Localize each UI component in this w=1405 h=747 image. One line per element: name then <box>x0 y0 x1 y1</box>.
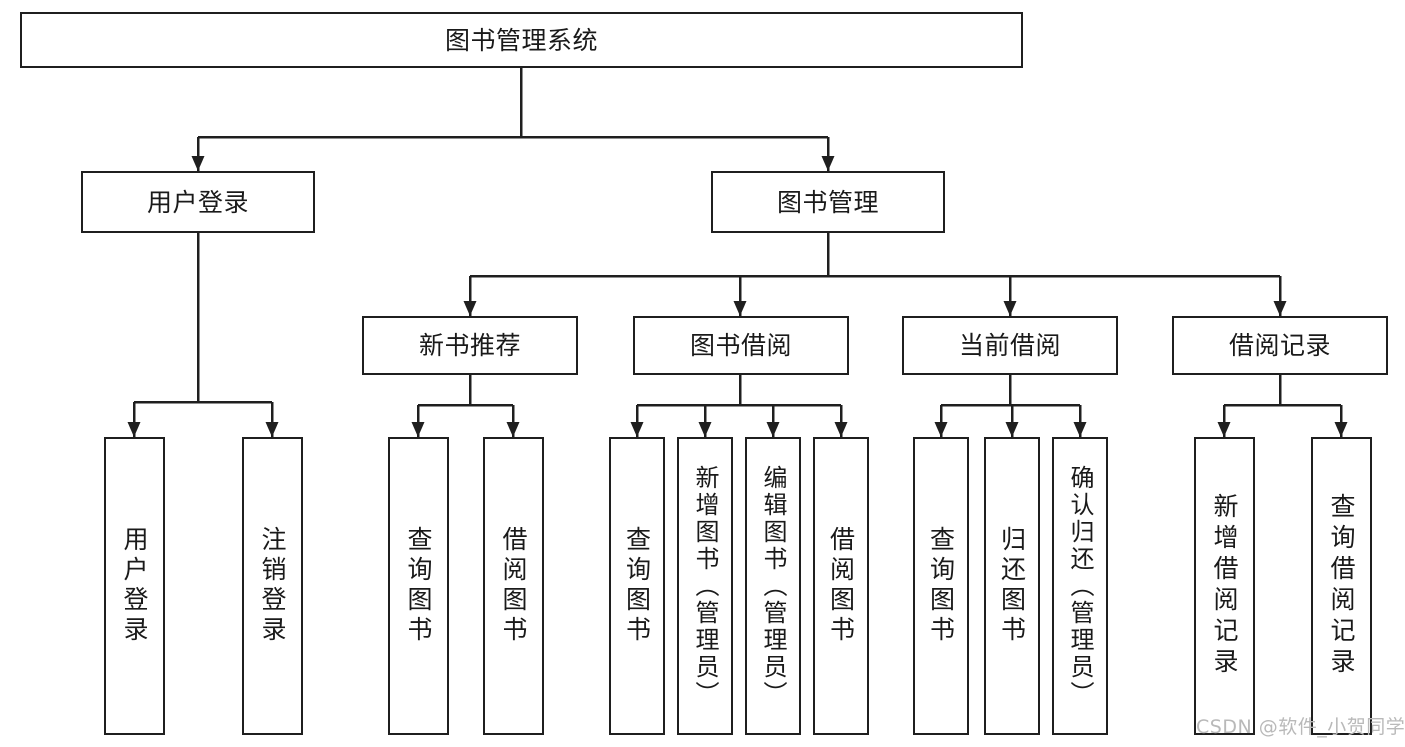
node-l-confirm-return[interactable]: 确认归还（管理员） <box>1052 437 1108 735</box>
arrowhead-icon <box>191 156 205 171</box>
arrowhead-icon <box>463 301 477 316</box>
node-l-query-record[interactable]: 查询借阅记录 <box>1311 437 1372 735</box>
node-l-borrow-book-1[interactable]: 借阅图书 <box>483 437 544 735</box>
node-label-l-borrow-book-1: 借阅图书 <box>499 526 528 646</box>
node-label-l-confirm-return: 确认归还（管理员） <box>1066 464 1094 708</box>
arrowhead-icon <box>766 422 780 437</box>
node-n-book-mgmt[interactable]: 图书管理 <box>711 171 945 233</box>
arrowhead-icon <box>934 422 948 437</box>
node-l-edit-book[interactable]: 编辑图书（管理员） <box>745 437 801 735</box>
arrowhead-icon <box>698 422 712 437</box>
node-label-n-book-mgmt: 图书管理 <box>776 187 879 217</box>
node-l-borrow-book-2[interactable]: 借阅图书 <box>813 437 869 735</box>
node-l-return-book[interactable]: 归还图书 <box>984 437 1040 735</box>
node-label-n-records: 借阅记录 <box>1228 331 1331 360</box>
node-l-query-book-2[interactable]: 查询图书 <box>609 437 665 735</box>
arrowhead-icon <box>127 422 141 437</box>
node-l-user-login[interactable]: 用户登录 <box>104 437 165 735</box>
node-n-new-book[interactable]: 新书推荐 <box>362 316 578 375</box>
node-label-l-query-book-3: 查询图书 <box>926 526 956 646</box>
node-label-l-query-book-2: 查询图书 <box>622 526 652 646</box>
node-l-add-record[interactable]: 新增借阅记录 <box>1194 437 1255 735</box>
node-label-n-login: 用户登录 <box>146 187 249 217</box>
arrowhead-icon <box>1334 422 1348 437</box>
node-n-login[interactable]: 用户登录 <box>81 171 315 233</box>
node-label-n-borrow: 图书借阅 <box>689 331 792 360</box>
arrowhead-icon <box>1003 301 1017 316</box>
node-label-l-edit-book: 编辑图书（管理员） <box>759 464 787 708</box>
node-n-records[interactable]: 借阅记录 <box>1172 316 1388 375</box>
node-label-l-borrow-book-2: 借阅图书 <box>826 526 856 646</box>
node-label-n-current: 当前借阅 <box>958 331 1061 360</box>
node-label-l-query-book-1: 查询图书 <box>404 526 433 646</box>
node-label-n-new-book: 新书推荐 <box>418 331 521 360</box>
arrowhead-icon <box>630 422 644 437</box>
arrowhead-icon <box>834 422 848 437</box>
node-l-query-book-3[interactable]: 查询图书 <box>913 437 969 735</box>
node-label-l-query-record: 查询借阅记录 <box>1327 493 1356 679</box>
arrowhead-icon <box>1217 422 1231 437</box>
node-label-l-logout: 注销登录 <box>258 526 287 646</box>
arrowhead-icon <box>265 422 279 437</box>
arrowhead-icon <box>733 301 747 316</box>
node-label-l-add-book: 新增图书（管理员） <box>691 464 719 708</box>
arrowhead-icon <box>411 422 425 437</box>
node-label-root: 图书管理系统 <box>444 25 598 55</box>
node-n-current[interactable]: 当前借阅 <box>902 316 1118 375</box>
node-l-query-book-1[interactable]: 查询图书 <box>388 437 449 735</box>
node-label-l-add-record: 新增借阅记录 <box>1210 493 1239 679</box>
node-n-borrow[interactable]: 图书借阅 <box>633 316 849 375</box>
node-l-add-book[interactable]: 新增图书（管理员） <box>677 437 733 735</box>
node-root[interactable]: 图书管理系统 <box>20 12 1023 68</box>
arrowhead-icon <box>506 422 520 437</box>
node-label-l-return-book: 归还图书 <box>997 526 1027 646</box>
csdn-watermark: CSDN @软件_小贺同学 <box>1196 716 1405 738</box>
node-l-logout[interactable]: 注销登录 <box>242 437 303 735</box>
arrowhead-icon <box>821 156 835 171</box>
arrowhead-icon <box>1073 422 1087 437</box>
arrowhead-icon <box>1005 422 1019 437</box>
node-label-l-user-login: 用户登录 <box>120 526 149 646</box>
arrowhead-icon <box>1273 301 1287 316</box>
